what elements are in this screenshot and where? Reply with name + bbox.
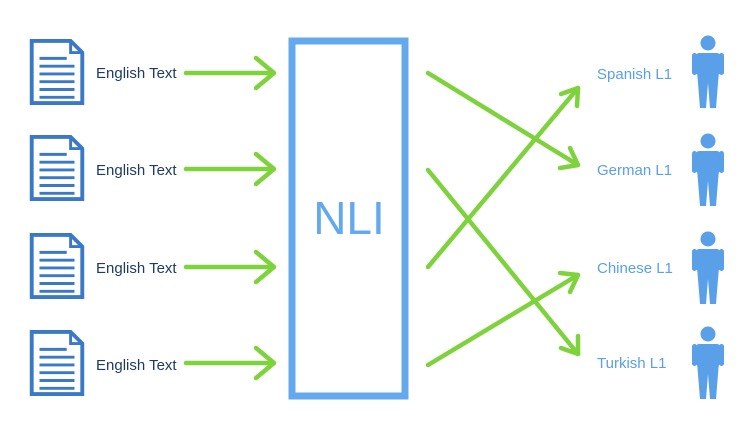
nli-label: NLI <box>313 192 385 244</box>
mapping-arrow <box>425 70 581 171</box>
input-row: English Text <box>29 329 277 397</box>
person-icon <box>692 231 724 304</box>
output-label: Spanish L1 <box>597 66 672 83</box>
input-arrow <box>183 151 277 187</box>
output-row: Chinese L1 <box>597 231 724 304</box>
input-label: English Text <box>96 357 177 374</box>
mapping-arrow <box>425 167 581 357</box>
mapping-arrow <box>425 85 581 270</box>
mapping-arrow <box>425 270 581 368</box>
input-arrow <box>183 345 277 381</box>
input-row: English Text <box>29 134 277 202</box>
output-row: German L1 <box>597 133 724 206</box>
input-label: English Text <box>96 65 177 82</box>
person-icon <box>692 133 724 206</box>
output-row: Turkish L1 <box>597 326 724 399</box>
input-label: English Text <box>96 162 177 179</box>
document-icon <box>29 329 85 397</box>
output-row: Spanish L1 <box>597 35 724 108</box>
document-icon <box>29 232 85 300</box>
document-icon <box>29 38 85 106</box>
person-icon <box>692 326 724 399</box>
output-label: Turkish L1 <box>597 355 666 372</box>
input-arrow <box>183 55 277 91</box>
input-row: English Text <box>29 38 277 106</box>
output-label: Chinese L1 <box>597 260 673 277</box>
input-arrow <box>183 249 277 285</box>
document-icon <box>29 134 85 202</box>
input-row: English Text <box>29 232 277 300</box>
input-label: English Text <box>96 260 177 277</box>
person-icon <box>692 35 724 108</box>
output-label: German L1 <box>597 162 672 179</box>
nli-box: NLI <box>288 37 409 400</box>
